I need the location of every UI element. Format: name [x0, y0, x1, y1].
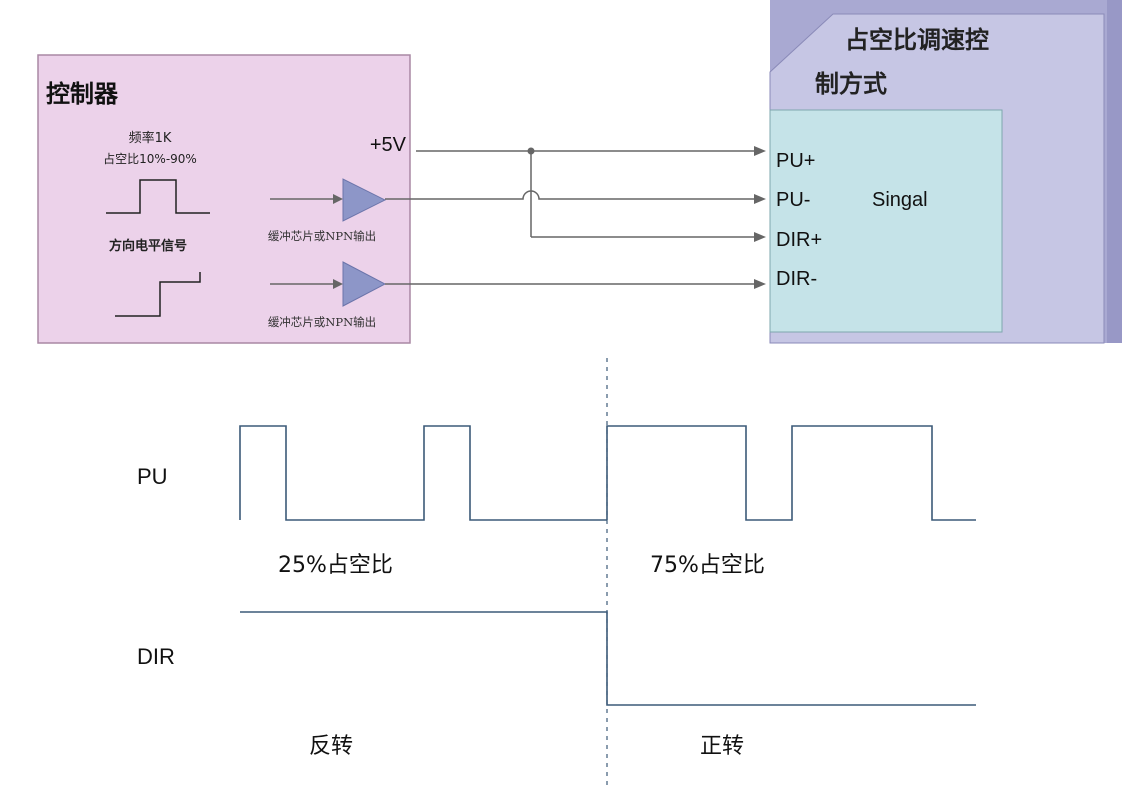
- pu-signal-label: PU: [137, 464, 168, 489]
- pin-dir-plus: DIR+: [776, 229, 822, 251]
- pu-plus-arrow-icon: [754, 146, 766, 156]
- buffer-2-input-arrow-icon: [333, 279, 343, 289]
- vcc-label: +5V: [370, 134, 407, 156]
- buffer-1-label: 缓冲芯片或NPN输出: [268, 229, 376, 243]
- frequency-label: 频率1K: [129, 130, 172, 146]
- pin-pu-minus: PU-: [776, 189, 810, 211]
- buffer-1-input-arrow-icon: [333, 194, 343, 204]
- pin-pu-plus: PU+: [776, 150, 815, 172]
- forward-label: 正转: [700, 734, 744, 759]
- dir-waveform: [240, 611, 976, 706]
- reverse-label: 反转: [309, 734, 353, 759]
- dir-minus-arrow-icon: [754, 279, 766, 289]
- pu-waveform-25-percent: [239, 425, 607, 521]
- duty-75-label: 75%占空比: [650, 553, 765, 578]
- dir-plus-arrow-icon: [754, 232, 766, 242]
- buffer-1-triangle-icon: [342, 178, 387, 222]
- dir-signal-label: DIR: [137, 644, 175, 669]
- driver-title-line1: 占空比调速控: [845, 26, 989, 54]
- pu-minus-arrow-icon: [754, 194, 766, 204]
- buffer-2-label: 缓冲芯片或NPN输出: [268, 315, 376, 329]
- pulse-waveform-icon: [106, 179, 210, 214]
- driver-title-line2: 制方式: [815, 70, 887, 98]
- pu-minus-wire: [385, 190, 755, 200]
- duty-range-label: 占空比10%-90%: [103, 151, 197, 166]
- step-waveform-icon: [115, 272, 201, 317]
- pin-dir-minus: DIR-: [776, 268, 817, 290]
- pu-waveform-75-percent: [606, 425, 976, 521]
- direction-signal-label: 方向电平信号: [109, 238, 187, 254]
- driver-edge: [1107, 0, 1122, 343]
- controller-title: 控制器: [46, 80, 119, 108]
- junction-dot: [527, 147, 535, 155]
- duty-25-label: 25%占空比: [278, 553, 393, 578]
- signal-terminal-box: [769, 109, 1003, 333]
- buffer-2-triangle-icon: [342, 261, 387, 307]
- signal-label: Singal: [872, 189, 928, 211]
